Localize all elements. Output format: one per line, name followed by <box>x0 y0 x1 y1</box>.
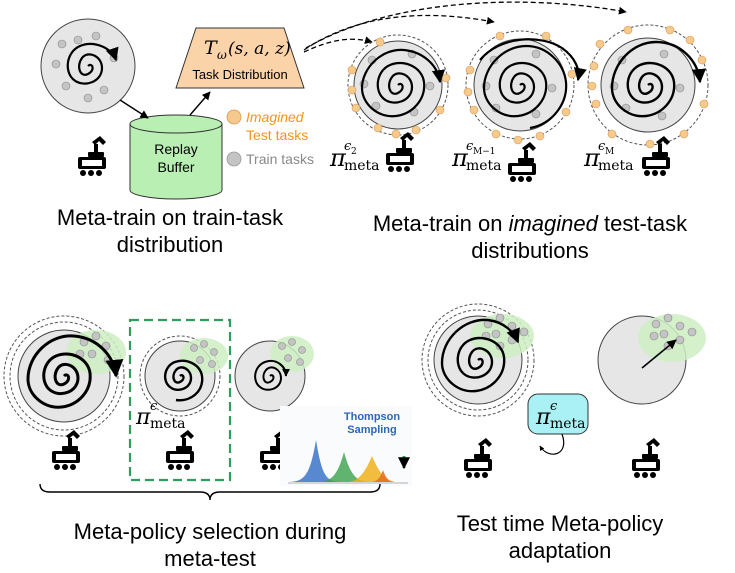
thompson-label-1: Thompson <box>344 411 400 423</box>
svg-text:M: M <box>605 147 614 157</box>
replay-buffer-line2: Buffer <box>157 159 194 175</box>
legend-imagined-label-2: Test tasks <box>246 127 308 143</box>
caption-selection: Meta-policy selection during meta-test <box>73 519 347 571</box>
imagined-env-3 <box>587 24 709 149</box>
imagined-env-1 <box>347 34 451 139</box>
task-model-subscript: ω <box>217 48 227 62</box>
selection-env-2 <box>139 335 228 417</box>
legend: Imagined Test tasks Train tasks <box>226 109 314 167</box>
spiral-trajectory <box>66 42 119 85</box>
svg-text:meta: meta <box>150 416 186 432</box>
svg-text:π: π <box>535 405 551 430</box>
train-legend-marker <box>226 151 242 167</box>
robot-icon <box>632 438 660 478</box>
imagined-env-2 <box>463 30 587 145</box>
robot-icon <box>464 438 492 478</box>
legend-imagined-label: Imagined <box>246 109 305 125</box>
pipeline-arrows <box>119 91 211 119</box>
task-model-symbol: T <box>204 37 218 59</box>
selection-env-3 <box>234 336 314 412</box>
task-model-box: T ω (s, a, z) Task Distribution <box>175 27 305 89</box>
svg-text:ϵ: ϵ <box>550 399 558 414</box>
svg-text:ϵ: ϵ <box>466 139 474 154</box>
svg-text:meta: meta <box>344 158 380 174</box>
selection-env-1 <box>3 315 126 437</box>
robot-icon <box>78 136 106 176</box>
policy-label-2: π ϵ M−1 meta <box>451 139 502 174</box>
policy-label-1: π ϵ 2 meta <box>329 139 380 174</box>
adaptation-env-after <box>597 313 706 405</box>
task-model-label: Task Distribution <box>192 67 287 82</box>
policy-label-select: π ϵ meta <box>135 399 186 432</box>
svg-text:ϵ: ϵ <box>150 399 158 414</box>
caption-meta-train: Meta-train on train-task distribution <box>56 205 284 257</box>
task-model-args: (s, a, z) <box>228 39 291 59</box>
grouping-brace <box>39 483 381 501</box>
robot-icon <box>386 132 414 172</box>
imagined-legend-marker <box>226 109 242 125</box>
svg-text:π: π <box>329 144 347 172</box>
caption-imagined: Meta-train on imagined test-task distrib… <box>372 211 688 263</box>
thompson-sampling-panel: Thompson Sampling <box>280 406 412 486</box>
svg-text:ϵ: ϵ <box>598 139 606 154</box>
dashed-arrows <box>303 1 627 53</box>
svg-text:ϵ: ϵ <box>344 139 352 154</box>
svg-text:π: π <box>583 144 601 172</box>
legend-train-label: Train tasks <box>246 151 314 167</box>
svg-text:M−1: M−1 <box>473 147 495 157</box>
replay-buffer: Replay Buffer <box>129 114 223 200</box>
adapted-policy-box: π ϵ meta <box>527 393 589 455</box>
robot-icon <box>508 142 536 182</box>
robot-icon <box>166 430 194 470</box>
svg-text:π: π <box>451 144 469 172</box>
adaptation-env-before <box>421 303 535 417</box>
thompson-label-2: Sampling <box>347 424 397 436</box>
train-task-env <box>40 18 136 114</box>
svg-text:meta: meta <box>598 158 634 174</box>
selected-policy-frame <box>128 318 232 482</box>
caption-adaptation: Test time Meta-policy adaptation <box>456 511 664 563</box>
svg-text:meta: meta <box>466 158 502 174</box>
svg-text:2: 2 <box>351 147 357 157</box>
svg-text:meta: meta <box>550 416 586 432</box>
policy-label-3: π ϵ M meta <box>583 139 634 174</box>
robot-icon <box>52 430 80 470</box>
replay-buffer-line1: Replay <box>154 141 198 157</box>
svg-text:π: π <box>135 405 151 430</box>
